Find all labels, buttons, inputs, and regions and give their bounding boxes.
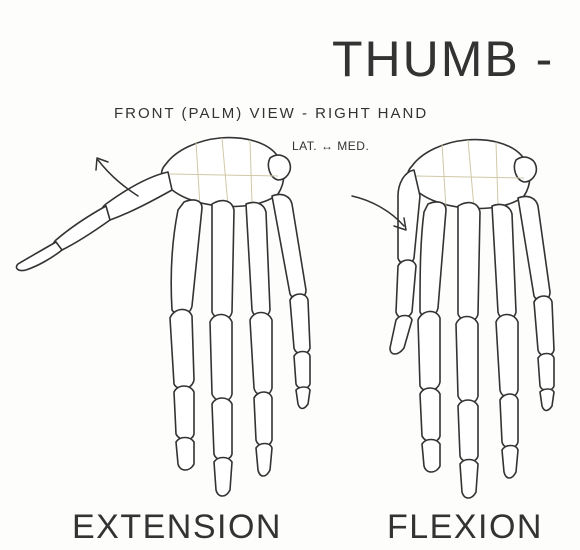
flexion-arrow (352, 196, 404, 226)
middle-metacarpal (212, 201, 234, 320)
extension-caption: EXTENSION (72, 507, 282, 547)
little-metacarpal-flexion (518, 196, 550, 301)
index-proximal-phalanx-flexion (418, 311, 440, 391)
ring-distal-phalanx-flexion (502, 446, 518, 479)
index-middle-phalanx (174, 386, 194, 440)
thumb-proximal-phalanx (53, 206, 110, 250)
little-proximal-phalanx-flexion (534, 296, 554, 356)
middle-metacarpal-flexion (458, 203, 480, 322)
little-middle-phalanx (294, 352, 310, 389)
ring-middle-phalanx (254, 392, 272, 446)
ring-proximal-phalanx (250, 313, 272, 396)
ring-metacarpal (246, 202, 270, 317)
thumb-distal-phalanx-flexion (390, 316, 412, 355)
thumb-proximal-phalanx-flexion (396, 260, 416, 318)
index-middle-phalanx-flexion (420, 388, 440, 442)
index-distal-phalanx (176, 438, 194, 471)
thumb-distal-phalanx (16, 242, 62, 271)
middle-proximal-phalanx-flexion (456, 317, 478, 404)
extension-hand (16, 138, 310, 496)
ring-proximal-phalanx-flexion (496, 315, 518, 398)
middle-distal-phalanx (214, 458, 232, 497)
little-middle-phalanx-flexion (538, 354, 554, 391)
thumb-metacarpal (101, 172, 172, 220)
index-proximal-phalanx (170, 309, 194, 389)
index-metacarpal (171, 200, 202, 315)
little-distal-phalanx (296, 387, 310, 409)
middle-middle-phalanx (212, 398, 232, 460)
little-proximal-phalanx (290, 294, 310, 354)
ring-metacarpal-flexion (492, 204, 516, 319)
index-metacarpal-flexion (420, 202, 446, 317)
ring-distal-phalanx (256, 444, 272, 477)
flexion-hand (352, 140, 554, 498)
middle-middle-phalanx-flexion (458, 400, 478, 462)
little-distal-phalanx-flexion (540, 389, 554, 411)
middle-proximal-phalanx (210, 315, 232, 402)
flexion-caption: FLEXION (387, 507, 543, 547)
index-distal-phalanx-flexion (422, 440, 440, 473)
middle-distal-phalanx-flexion (460, 460, 478, 499)
thumb-metacarpal-flexion (398, 170, 420, 264)
little-metacarpal (272, 194, 306, 299)
ring-middle-phalanx-flexion (500, 394, 518, 448)
